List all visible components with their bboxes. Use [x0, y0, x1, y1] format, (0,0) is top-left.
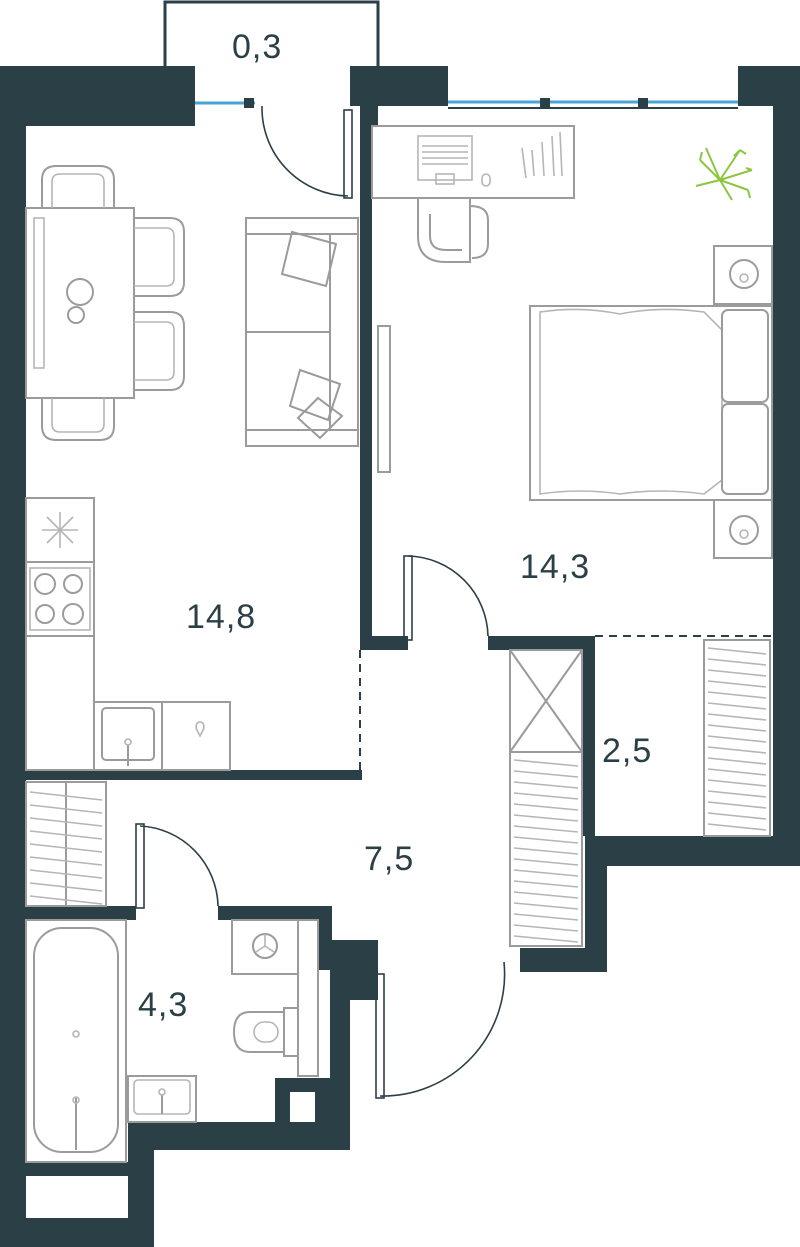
bedroom: 14,3 — [371, 125, 773, 586]
shelf-line — [707, 647, 767, 655]
shelf-line — [29, 817, 103, 827]
bathroom: 4,3 — [25, 781, 319, 1163]
shelf-line — [513, 770, 579, 778]
bathtub — [25, 919, 127, 1163]
shelf-line — [707, 757, 767, 765]
shelf-line — [513, 902, 579, 910]
shelf-line — [29, 843, 103, 853]
shelf-line — [707, 812, 767, 820]
shelf-line — [513, 858, 579, 866]
shelf-line — [707, 724, 767, 732]
shelf-line — [513, 924, 579, 932]
shelf-line — [29, 895, 103, 905]
nightstands — [713, 245, 773, 559]
shelf-line — [513, 869, 579, 877]
toilet — [232, 1007, 299, 1057]
shelf-line — [513, 836, 579, 844]
area-hallway: 7,5 — [364, 840, 414, 878]
shelf-line — [707, 801, 767, 809]
doors — [135, 105, 506, 1099]
shelf-line — [707, 680, 767, 688]
shelf-line — [513, 913, 579, 921]
double-bed — [529, 305, 773, 501]
shelf-line — [707, 779, 767, 787]
shelf-line — [513, 847, 579, 855]
dining-table — [25, 207, 135, 399]
hallway: 7,5 — [364, 649, 583, 947]
shelf-line — [29, 804, 103, 814]
storage-shelves — [707, 647, 767, 831]
extractor-icon — [42, 512, 78, 548]
balcony: 0,3 — [163, 0, 380, 66]
shelf-line — [513, 935, 579, 943]
shelf-line — [513, 891, 579, 899]
shelf-line — [707, 713, 767, 721]
area-storage: 2,5 — [602, 732, 652, 770]
wall-mirror — [377, 325, 391, 473]
shelf-line — [707, 790, 767, 798]
area-bathroom: 4,3 — [138, 986, 188, 1024]
shelf-line — [707, 691, 767, 699]
storage-room: 2,5 — [602, 639, 771, 837]
shelf-line — [29, 869, 103, 879]
shelf-line — [707, 658, 767, 666]
shelf-line — [513, 814, 579, 822]
shelf-line — [513, 781, 579, 789]
shelf-line — [513, 825, 579, 833]
kitchen-counter — [25, 497, 231, 771]
hallway-wardrobe — [513, 759, 579, 943]
shelf-line — [707, 669, 767, 677]
shelf-line — [29, 830, 103, 840]
shelf-line — [707, 823, 767, 831]
washing-machine — [231, 919, 319, 1077]
plant-icon — [695, 147, 753, 201]
faucet-icon — [195, 721, 205, 738]
area-balcony: 0,3 — [232, 28, 282, 66]
shelf-line — [513, 803, 579, 811]
area-bedroom: 14,3 — [520, 548, 590, 586]
bath-shelves — [29, 791, 103, 905]
shelf-line — [707, 735, 767, 743]
bathroom-sink — [127, 1075, 197, 1123]
kitchen-sink-icon — [101, 707, 155, 766]
hob-icon — [29, 567, 91, 631]
sofa — [245, 217, 359, 447]
shelf-line — [513, 880, 579, 888]
shelf-line — [707, 702, 767, 710]
shelf-line — [29, 791, 103, 801]
shelf-line — [707, 768, 767, 776]
shelf-line — [513, 759, 579, 767]
shelf-line — [29, 882, 103, 892]
shelf-line — [29, 856, 103, 866]
shelf-line — [707, 746, 767, 754]
desk — [371, 125, 575, 199]
windows — [195, 96, 738, 110]
walls — [0, 66, 800, 1247]
dining-chairs — [41, 165, 185, 441]
desk-chair — [417, 198, 489, 263]
shelf-line — [513, 792, 579, 800]
area-kitchen-living: 14,8 — [186, 598, 256, 636]
kitchen-living-room: 14,8 — [25, 165, 359, 771]
